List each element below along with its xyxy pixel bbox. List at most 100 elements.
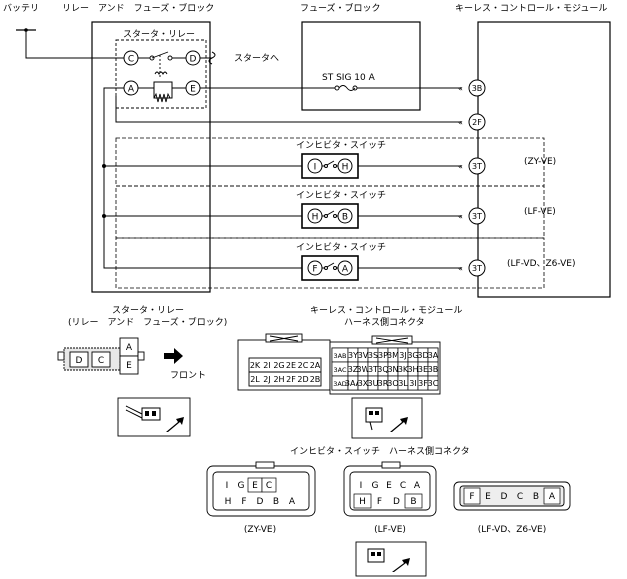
svg-text:A: A <box>549 492 556 502</box>
svg-text:2F: 2F <box>286 375 296 384</box>
pin-H: H <box>353 493 372 509</box>
relay-pin-e: E <box>185 80 201 96</box>
pin-2L: 2L <box>250 375 260 384</box>
svg-text:3J: 3J <box>399 351 406 360</box>
pin-C: C <box>517 492 523 502</box>
pin-2I: 2I <box>263 361 270 370</box>
front-arrow-icon <box>164 348 183 364</box>
starter-relay-box <box>115 39 207 109</box>
inhibitor-switch-lf-vd: F A <box>301 255 359 281</box>
fuse-block-box <box>301 21 421 111</box>
break-symbol-icon <box>208 51 216 65</box>
svg-text:D: D <box>501 492 508 502</box>
inhibitor-switch-lf-ve: H B <box>301 203 359 229</box>
module-terminals: « 3B « 2F « 3T « 3T « 3T <box>458 79 486 277</box>
inhibitor-connector-lf-ve-note: (LF-VE) <box>374 525 406 535</box>
pin-H: H <box>225 497 232 507</box>
wires <box>25 30 462 269</box>
svg-text:B: B <box>273 497 279 507</box>
svg-text:A: A <box>289 497 296 507</box>
svg-text:«: « <box>458 162 463 171</box>
svg-text:2E: 2E <box>286 361 296 370</box>
pin-2J: 2J <box>263 375 270 384</box>
svg-text:2G: 2G <box>273 361 284 370</box>
svg-text:3O: 3O <box>387 379 398 388</box>
relay-connector <box>57 337 145 375</box>
svg-text:3AC: 3AC <box>333 366 346 374</box>
pin-2A: 2A <box>310 361 321 370</box>
pin-3Y: 3Y <box>347 347 359 363</box>
svg-text:2C: 2C <box>298 361 309 370</box>
pin-2B: 2B <box>310 375 321 384</box>
svg-text:F: F <box>241 497 246 507</box>
svg-text:3G: 3G <box>407 351 418 360</box>
svg-text:A: A <box>128 85 135 95</box>
svg-text:3F: 3F <box>418 379 428 388</box>
svg-text:H: H <box>342 163 349 173</box>
svg-text:2A: 2A <box>310 361 321 370</box>
relay-switch <box>149 51 173 78</box>
svg-text:3P: 3P <box>378 351 388 360</box>
svg-text:B: B <box>342 213 348 223</box>
svg-text:3C: 3C <box>428 379 439 388</box>
svg-text:H: H <box>312 213 319 223</box>
svg-text:F: F <box>469 492 474 502</box>
svg-text:2H: 2H <box>273 375 284 384</box>
pin-2G: 2G <box>273 361 284 370</box>
svg-text:3U: 3U <box>368 379 379 388</box>
pin-3L: 3L <box>397 375 409 391</box>
svg-text:3T: 3T <box>472 264 482 273</box>
pin-2K: 2K <box>250 361 261 370</box>
svg-text:2K: 2K <box>250 361 261 370</box>
pin-3A: 3A <box>427 347 439 363</box>
connector-view-icon-inhibitor <box>355 541 427 577</box>
pin-F: F <box>377 497 382 507</box>
svg-text:C: C <box>266 481 272 491</box>
inhibitor-title-3: インヒビタ・スイッチ <box>296 242 386 253</box>
svg-text:C: C <box>128 55 134 65</box>
svg-text:3M: 3M <box>387 351 399 360</box>
to-starter-label: スタータへ <box>234 53 279 64</box>
svg-text:2D: 2D <box>297 375 308 384</box>
svg-text:«: « <box>458 264 463 273</box>
svg-text:3T: 3T <box>472 162 482 171</box>
pin-3B: 3B <box>427 361 439 377</box>
pin-2E: 2E <box>286 361 296 370</box>
svg-text:3R: 3R <box>378 379 389 388</box>
svg-text:E: E <box>485 492 491 502</box>
pin-B: B <box>533 492 539 502</box>
svg-text:3W: 3W <box>357 365 370 374</box>
svg-text:3A: 3A <box>428 351 439 360</box>
relay-coil-icon <box>153 71 171 103</box>
svg-text:B: B <box>410 497 416 507</box>
svg-text:I: I <box>314 163 317 173</box>
svg-text:3E: 3E <box>418 365 428 374</box>
inhibitor-title-1: インヒビタ・スイッチ <box>296 140 386 151</box>
starter-relay-title: スタータ・リレー <box>123 29 195 40</box>
pin-3O: 3O <box>387 375 399 391</box>
inhibitor-switch-zy-ve: I H <box>301 153 359 179</box>
svg-text:2I: 2I <box>263 361 270 370</box>
inhibitor-connector-lf-vd <box>453 481 571 511</box>
svg-text:H: H <box>225 497 232 507</box>
pin-C: C <box>400 481 406 491</box>
svg-text:3B: 3B <box>428 365 439 374</box>
battery-label: バッテリ <box>3 3 39 14</box>
variant-note-lf-ve: (LF-VE) <box>524 207 556 217</box>
pin-D: D <box>501 492 508 502</box>
svg-text:G: G <box>372 481 379 491</box>
inhibitor-title-2: インヒビタ・スイッチ <box>296 190 386 201</box>
svg-text:3N: 3N <box>387 365 398 374</box>
pin-3AB: 3AB <box>331 347 349 363</box>
svg-text:«: « <box>458 84 463 93</box>
pin-F: F <box>241 497 246 507</box>
svg-text:3Z: 3Z <box>348 365 359 374</box>
svg-text:D: D <box>393 497 400 507</box>
connector-view-icon-relay <box>117 397 191 437</box>
svg-text:G: G <box>238 481 245 491</box>
fuse-block-label: フューズ・ブロック <box>300 2 381 14</box>
pin-2H: 2H <box>273 375 284 384</box>
pin-E: E <box>485 492 491 502</box>
